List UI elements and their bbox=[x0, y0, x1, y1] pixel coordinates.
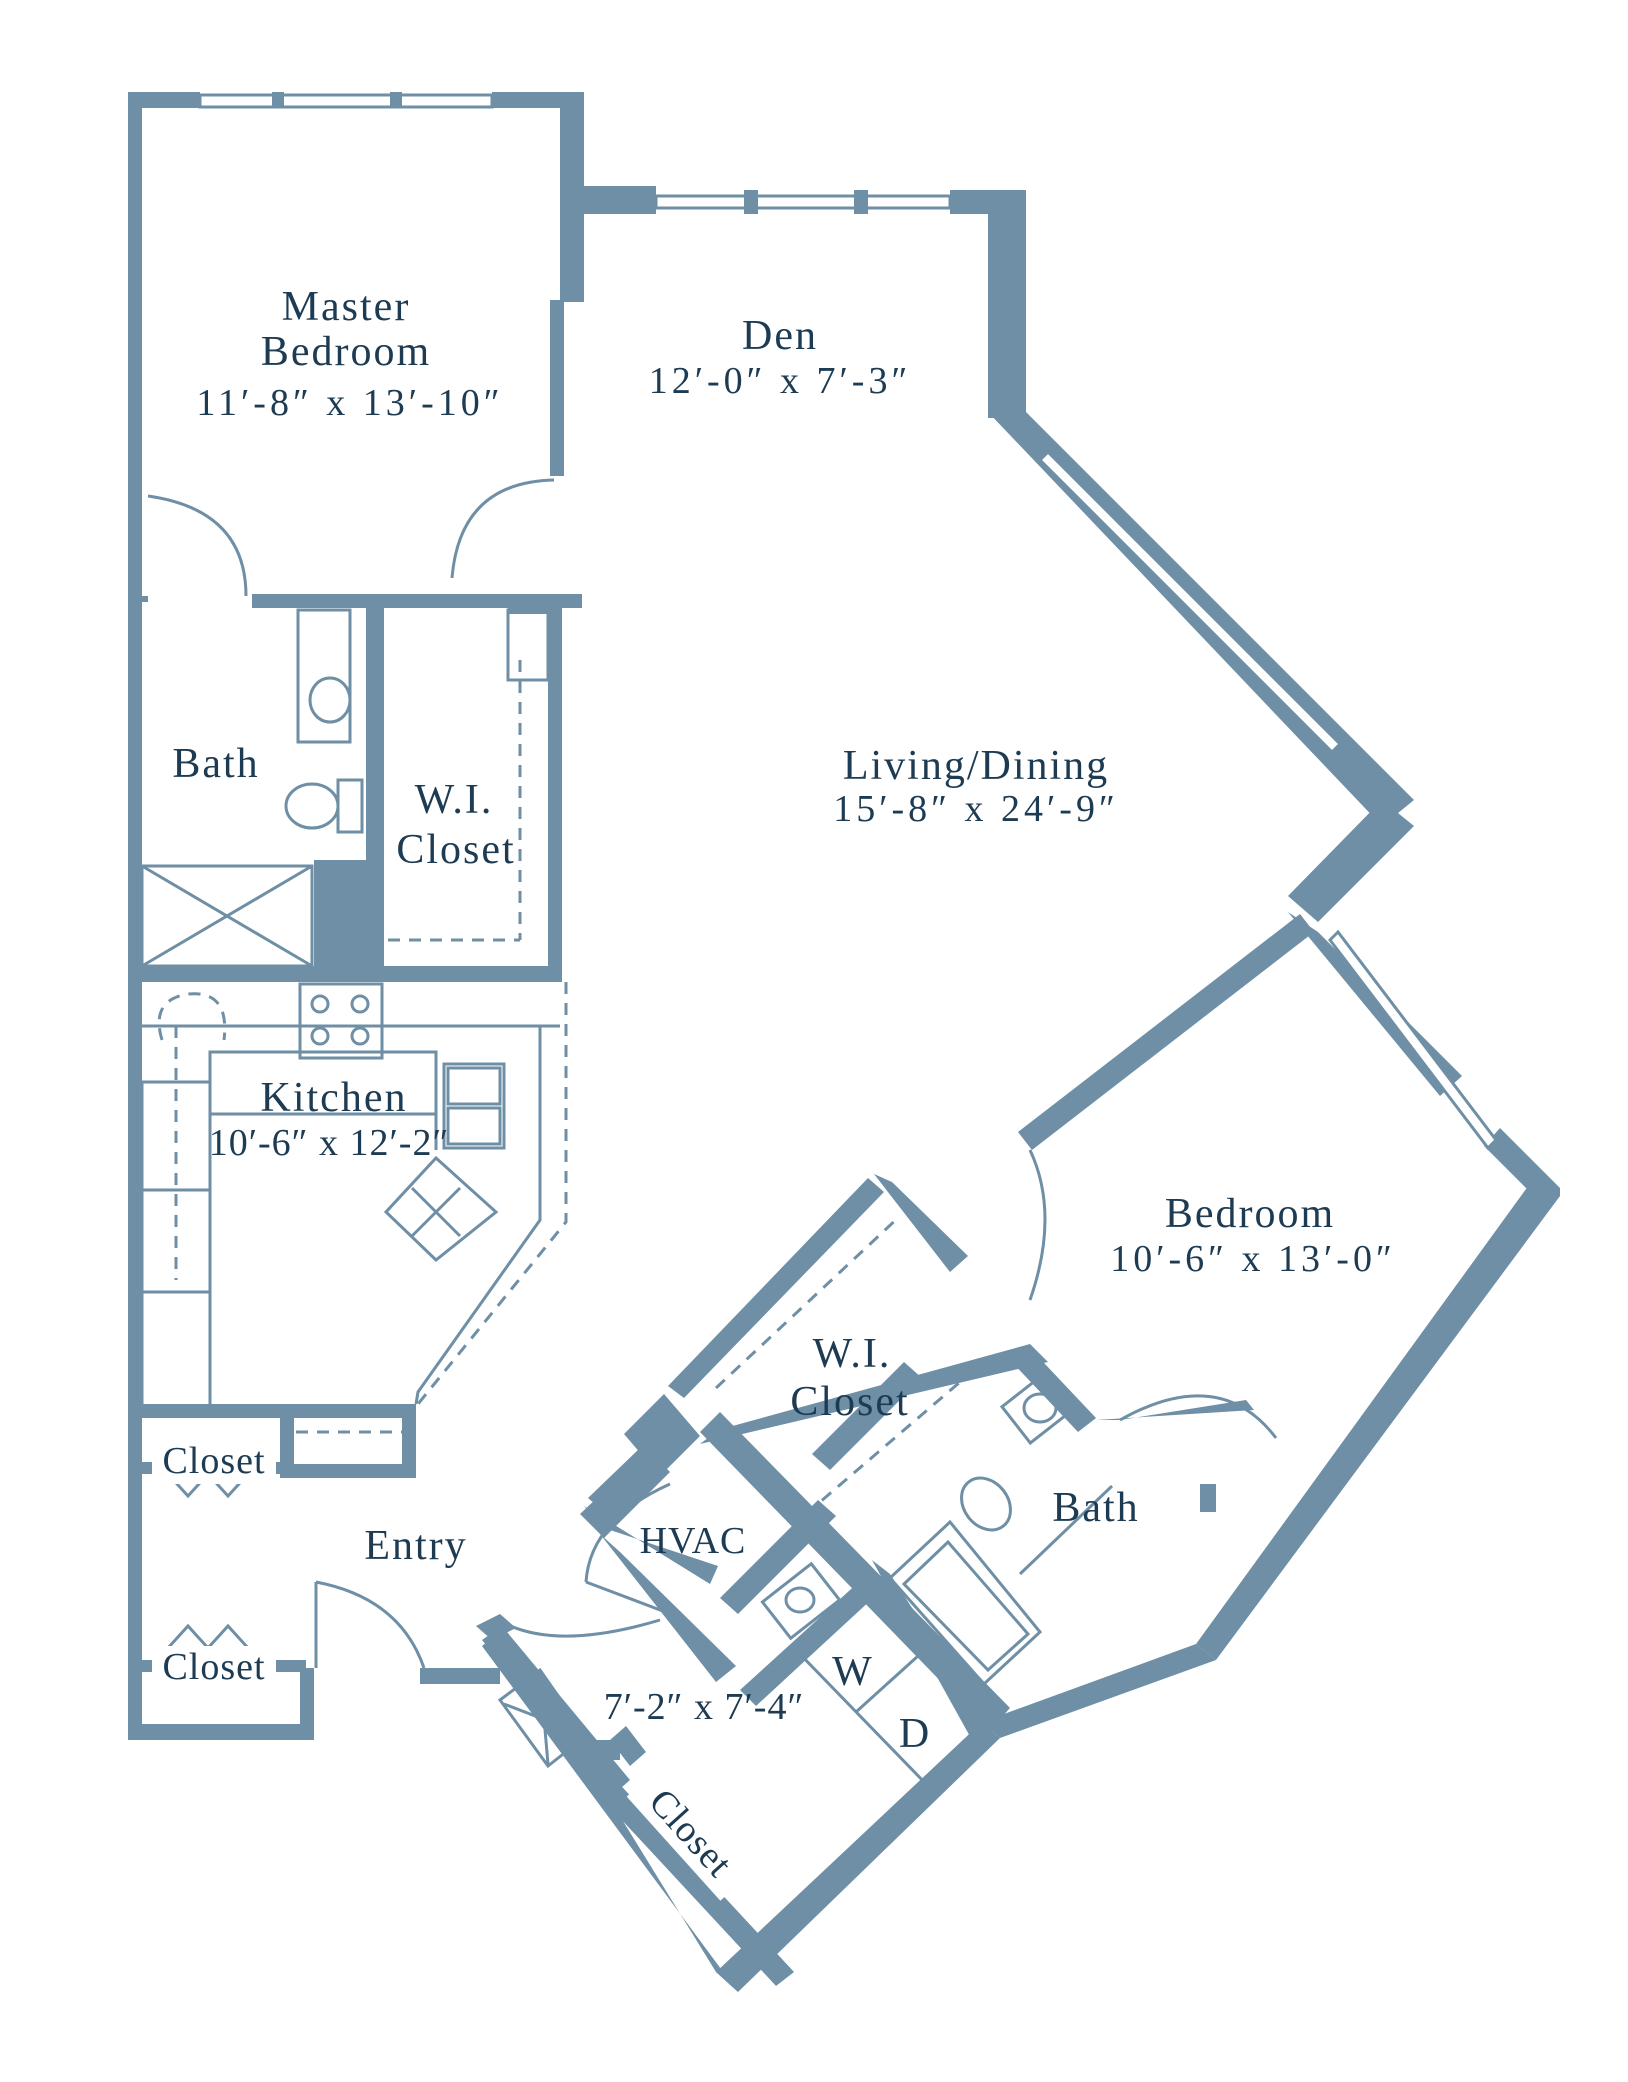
master-wic-name-1: W.I. bbox=[414, 777, 494, 823]
washer-label: W bbox=[832, 1649, 874, 1695]
bedroom-bath-name: Bath bbox=[1052, 1485, 1140, 1531]
entry-closet-lower-name: Closet bbox=[152, 1646, 276, 1690]
master-bath-name: Bath bbox=[172, 741, 260, 787]
bedroom-wic-name-1: W.I. bbox=[812, 1331, 892, 1377]
master-bedroom-dims: 11′-8″ x 13′-10″ bbox=[196, 382, 504, 424]
windows bbox=[198, 92, 1498, 1151]
bedroom-name: Bedroom bbox=[1164, 1191, 1336, 1237]
den-dims: 12′-0″ x 7′-3″ bbox=[648, 360, 912, 402]
interior-walls bbox=[128, 300, 1314, 1986]
den-name: Den bbox=[742, 313, 818, 359]
living-dining-dims: 15′-8″ x 24′-9″ bbox=[833, 788, 1119, 830]
hvac-name: HVAC bbox=[639, 1520, 747, 1562]
master-bedroom-name-2: Bedroom bbox=[260, 329, 432, 375]
entry-closet-upper-name: Closet bbox=[152, 1440, 276, 1484]
master-wic-name-2: Closet bbox=[396, 827, 516, 873]
living-dining-name: Living/Dining bbox=[842, 743, 1110, 789]
bedroom-dims: 10′-6″ x 13′-0″ bbox=[1110, 1238, 1396, 1280]
dryer-label: D bbox=[898, 1711, 932, 1757]
bedroom-wic-name-2: Closet bbox=[790, 1379, 910, 1425]
kitchen-dims: 10′-6″ x 12′-2″ bbox=[208, 1122, 450, 1164]
fixtures bbox=[140, 608, 1114, 1960]
master-bedroom-name-1: Master bbox=[281, 284, 411, 330]
kitchen-name: Kitchen bbox=[260, 1075, 408, 1121]
laundry-dims: 7′-2″ x 7′-4″ bbox=[603, 1686, 805, 1728]
door-swings bbox=[147, 478, 1278, 1669]
entry-name: Entry bbox=[364, 1523, 468, 1569]
